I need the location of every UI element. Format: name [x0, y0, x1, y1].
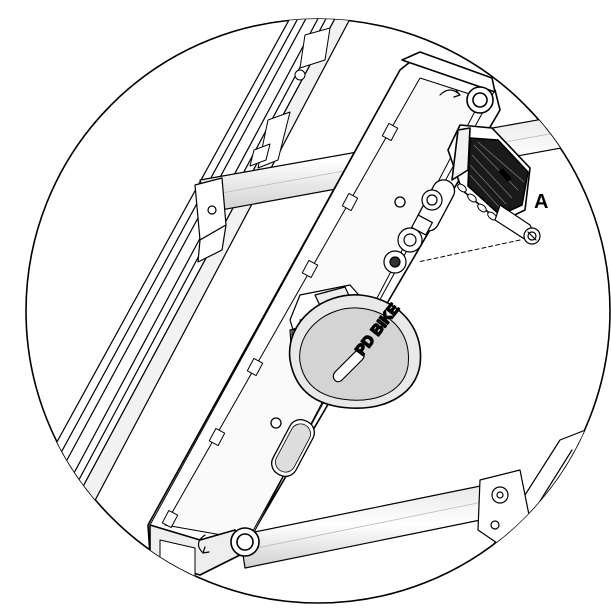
left-rail	[26, 19, 361, 526]
rail-hardware	[249, 27, 331, 169]
screw-icon	[494, 204, 541, 245]
rotate-arrow-icon	[197, 89, 461, 554]
upper-bracket	[194, 177, 227, 263]
plate-notches	[161, 122, 399, 529]
plate-knobs	[383, 189, 443, 274]
alignment-dashed-line	[417, 239, 521, 263]
callout-letter-a: A	[534, 191, 548, 213]
screw-icon	[294, 69, 306, 81]
padlock-icon: PD BIKE	[288, 294, 422, 409]
